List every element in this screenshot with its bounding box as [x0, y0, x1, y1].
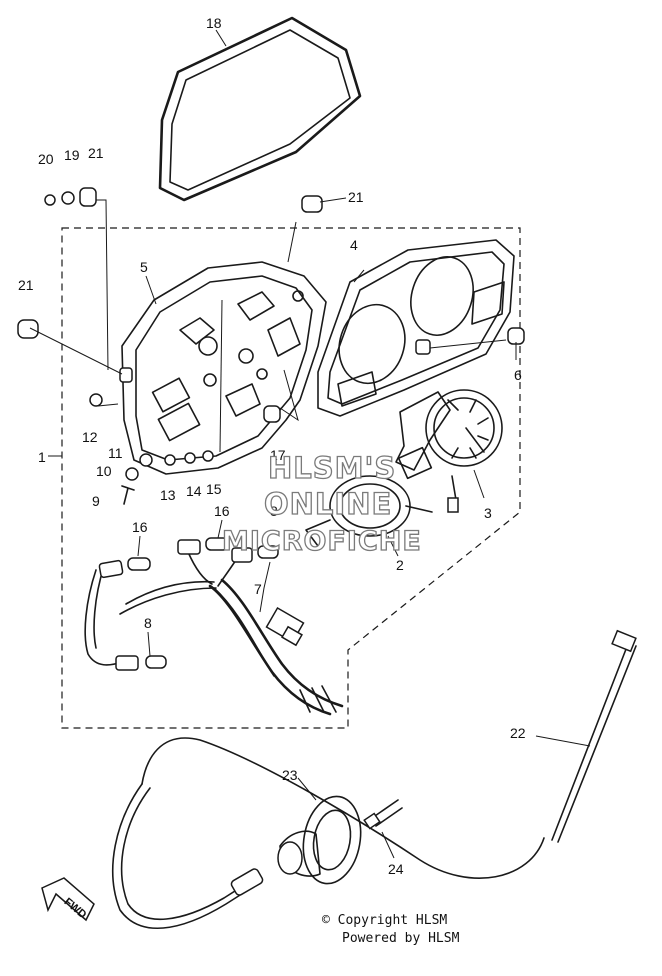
part-2-speedometer	[305, 475, 433, 547]
callout-2: 2	[396, 557, 404, 573]
callout-13: 13	[160, 487, 176, 503]
watermark-line-1: HLSM'S	[268, 451, 396, 485]
callout-18: 18	[206, 15, 222, 31]
callout-12: 12	[82, 429, 98, 445]
callout-16-left: 16	[132, 519, 148, 535]
callout-15: 15	[206, 481, 222, 497]
callout-19: 19	[64, 147, 80, 163]
callout-7: 7	[254, 581, 262, 597]
small-hardware	[17, 187, 525, 505]
callout-21-left: 21	[18, 277, 34, 293]
callout-21-top: 21	[88, 145, 104, 161]
callout-21-cap: 21	[348, 189, 364, 205]
callout-4: 4	[350, 237, 358, 253]
callout-1: 1	[38, 449, 46, 465]
watermark-line-3: MICROFICHE	[222, 526, 422, 557]
part-5-meter-case	[121, 261, 327, 475]
callout-14: 14	[186, 483, 202, 499]
part-18-gasket	[158, 16, 362, 202]
part-24-pin	[363, 799, 403, 830]
watermark-line-2: ONLINE	[264, 487, 392, 521]
callout-5: 5	[140, 259, 148, 275]
callout-8-top: 8	[270, 503, 278, 519]
leader-lines	[29, 29, 591, 859]
copyright-text: © Copyright HLSM	[322, 913, 447, 928]
part-22-cable	[112, 629, 637, 929]
callout-11: 11	[108, 445, 123, 461]
callout-17: 17	[270, 447, 286, 463]
callout-6: 6	[514, 367, 522, 383]
fwd-arrow-icon: FWD	[41, 877, 95, 922]
part-3-gauge	[395, 389, 503, 513]
callout-24: 24	[388, 861, 404, 877]
part-4-meter-panel	[317, 239, 515, 417]
bulbs	[98, 537, 279, 671]
part-7-harness	[84, 551, 344, 716]
callout-22: 22	[510, 725, 526, 741]
assembly-boundary	[61, 227, 521, 729]
callout-3: 3	[484, 505, 492, 521]
callout-9: 9	[92, 493, 100, 509]
watermark: HLSM'S ONLINE MICROFICHE	[221, 450, 422, 557]
callout-8-bottom: 8	[144, 615, 152, 631]
footer: © Copyright HLSM Powered by HLSM	[322, 913, 460, 946]
callout-16-right: 16	[214, 503, 230, 519]
callout-numbers: 18 20 19 21 21 21 5 4 6 12 1 11 10 9 13 …	[18, 15, 526, 877]
powered-by-text: Powered by HLSM	[342, 931, 460, 946]
callout-20: 20	[38, 151, 54, 167]
callout-23: 23	[282, 767, 298, 783]
part-23-drive-gear	[277, 795, 362, 885]
callout-10: 10	[96, 463, 112, 479]
